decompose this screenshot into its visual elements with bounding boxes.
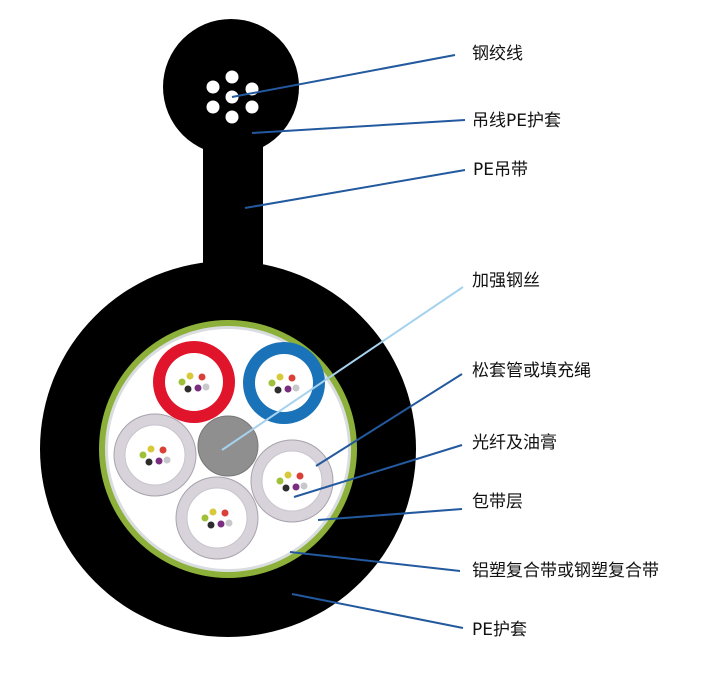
steel-strand bbox=[206, 70, 259, 124]
leader-outer-pe-sheath bbox=[291, 593, 464, 629]
loose-tube-red bbox=[153, 341, 235, 423]
label-fiber-gel: 光纤及油膏 bbox=[472, 433, 557, 453]
pe-web bbox=[203, 140, 263, 280]
loose-tube-blue bbox=[243, 342, 325, 424]
leader-fiber-gel bbox=[293, 444, 463, 498]
leader-messenger-pe-sheath bbox=[251, 119, 466, 134]
leader-loose-tube bbox=[315, 373, 463, 467]
messenger-pe-sheath bbox=[163, 19, 299, 155]
label-outer-pe-sheath: PE护套 bbox=[472, 620, 527, 640]
label-messenger-pe-sheath: 吊线PE护套 bbox=[472, 111, 561, 131]
leader-strength-member bbox=[221, 286, 464, 451]
label-strength-member: 加强钢丝 bbox=[472, 271, 540, 291]
leader-wrapping-tape bbox=[317, 508, 463, 521]
leader-pe-web bbox=[244, 169, 466, 209]
leader-steel-strand bbox=[231, 54, 456, 98]
leader-armor-tape bbox=[289, 551, 461, 572]
label-armor-tape: 铝塑复合带或钢塑复合带 bbox=[472, 561, 659, 581]
filler-rope-left bbox=[113, 413, 197, 497]
label-steel-strand: 钢绞线 bbox=[472, 44, 523, 64]
label-loose-tube-filler: 松套管或填充绳 bbox=[472, 361, 591, 381]
label-wrapping-tape: 包带层 bbox=[472, 492, 523, 512]
filler-rope-bottom bbox=[175, 476, 259, 560]
optical-fibers bbox=[139, 372, 308, 529]
filler-rope-right bbox=[250, 439, 334, 523]
label-pe-web: PE吊带 bbox=[473, 160, 528, 180]
